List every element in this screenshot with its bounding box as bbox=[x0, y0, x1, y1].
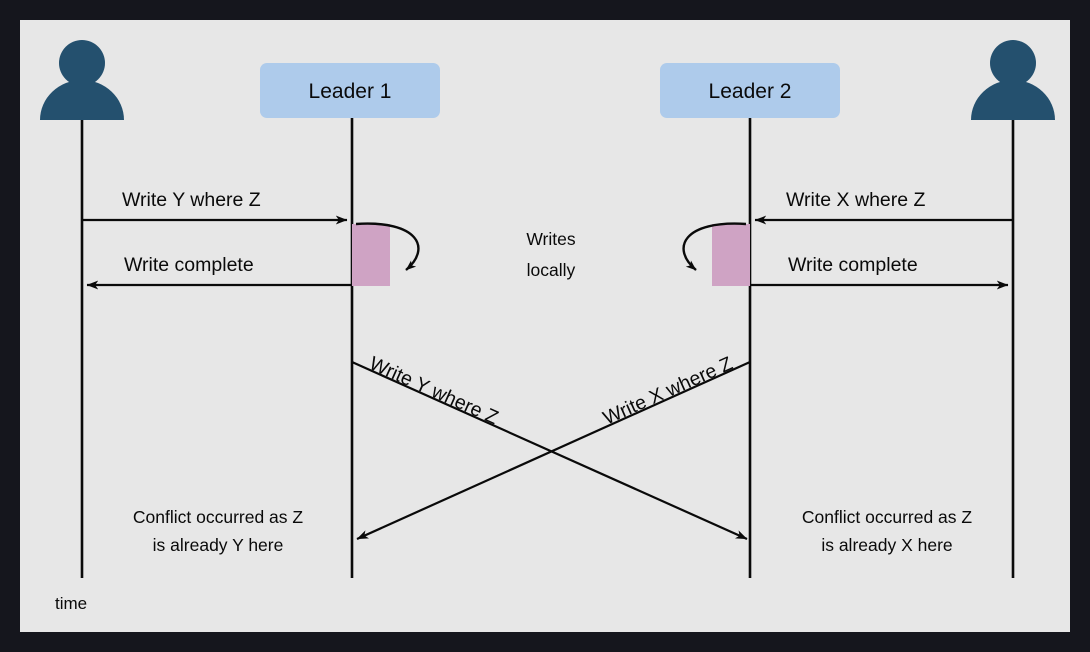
label-msg-write-x: Write X where Z bbox=[786, 189, 926, 211]
label-msg-write-y: Write Y where Z bbox=[122, 189, 261, 211]
arrow-self-loop-leader-1 bbox=[355, 222, 420, 271]
note-conflict-right-line-2: is already X here bbox=[821, 535, 952, 555]
label-msg-write-complete-left: Write complete bbox=[124, 254, 254, 276]
sequence-diagram-svg: Leader 1 Leader 2 Write Y where Z Write … bbox=[40, 40, 1055, 613]
arrow-msg-replicate-x bbox=[356, 360, 751, 541]
activation-bar-leader-1 bbox=[352, 224, 390, 286]
participant-label-leader-1: Leader 1 bbox=[309, 80, 392, 103]
diagram-panel: Leader 1 Leader 2 Write Y where Z Write … bbox=[20, 20, 1070, 632]
note-conflict-left-line-2: is already Y here bbox=[153, 535, 284, 555]
note-conflict-right-line-1: Conflict occurred as Z bbox=[802, 507, 973, 527]
label-msg-write-complete-right: Write complete bbox=[788, 254, 918, 276]
participant-label-leader-2: Leader 2 bbox=[709, 80, 792, 103]
arrow-self-loop-leader-2 bbox=[682, 222, 747, 271]
actor-user-right bbox=[971, 40, 1055, 120]
note-writes-locally-line-2: locally bbox=[527, 260, 576, 280]
note-conflict-left-line-1: Conflict occurred as Z bbox=[133, 507, 304, 527]
participant-leader-2[interactable]: Leader 2 bbox=[660, 63, 840, 118]
label-msg-replicate-x: Write X where Z bbox=[600, 352, 736, 429]
user-avatar-body-icon bbox=[40, 80, 124, 120]
activation-bar-leader-2 bbox=[712, 224, 750, 286]
label-msg-replicate-y: Write Y where Z bbox=[366, 352, 502, 429]
user-avatar-body-icon bbox=[971, 80, 1055, 120]
user-avatar-icon bbox=[59, 40, 105, 86]
time-axis-label: time bbox=[55, 594, 87, 613]
arrow-msg-replicate-y bbox=[351, 360, 748, 541]
participant-box-leader-1[interactable] bbox=[260, 63, 440, 118]
actor-user-left bbox=[40, 40, 124, 120]
note-writes-locally-line-1: Writes bbox=[526, 229, 576, 249]
participant-leader-1[interactable]: Leader 1 bbox=[260, 63, 440, 118]
participant-box-leader-2[interactable] bbox=[660, 63, 840, 118]
user-avatar-icon bbox=[990, 40, 1036, 86]
